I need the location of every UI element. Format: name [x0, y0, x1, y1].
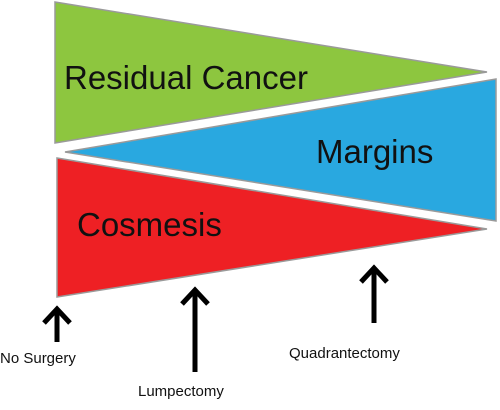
- lumpectomy-label: Lumpectomy: [138, 383, 224, 400]
- quadrantectomy-arrow-icon: [359, 264, 389, 323]
- margins-label: Margins: [316, 133, 433, 170]
- margins-wedge: [64, 78, 497, 222]
- cosmesis-wedge: [56, 157, 488, 298]
- lumpectomy-arrow-icon: [180, 286, 210, 372]
- residual-cancer-label: Residual Cancer: [64, 59, 308, 96]
- residual-cancer-wedge: [54, 1, 488, 144]
- no-surgery-label: No Surgery: [0, 350, 76, 367]
- cosmesis-label: Cosmesis: [77, 206, 222, 243]
- no-surgery-arrow-icon: [42, 305, 72, 342]
- quadrantectomy-label: Quadrantectomy: [289, 345, 400, 362]
